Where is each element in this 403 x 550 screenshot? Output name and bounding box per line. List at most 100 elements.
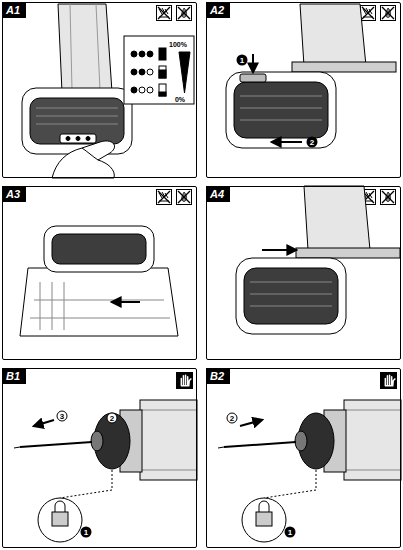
battery-level-check-part [131,69,137,75]
battery-removal [226,4,396,148]
callout-number: 1 [81,527,92,538]
battery-removal-part [272,141,302,143]
bit-insertion-drill-part [60,470,112,498]
bit-removal-drill-part [259,501,269,512]
battery-insertion-part [236,258,346,334]
battery-level-check-part [159,70,166,78]
bit-removal-drill-part [218,447,224,448]
battery-level-check-part [131,87,137,93]
battery-level-check-part [159,84,166,96]
bit-removal-drill-part [240,420,262,426]
step-panel: A1 [2,2,197,178]
bit-removal-drill-part [224,442,296,447]
battery-charger [20,226,178,336]
battery-level-check-part [159,48,166,60]
warning-icons-part [361,6,376,21]
bit-removal-drill-part [242,498,286,542]
battery-level-check-part [22,88,132,154]
battery-insertion [236,186,400,334]
glove-icons-part [380,372,397,389]
battery-charger-part [112,301,140,303]
bit-insertion-drill [14,400,197,542]
warning-icons-part [157,190,172,205]
battery-removal-part [240,96,322,120]
battery-level-check-part [76,137,80,141]
bit-removal-drill [218,400,401,542]
step-number: B2 [206,368,230,384]
battery-level-check-part [52,141,115,178]
step-number: B1 [2,368,26,384]
battery-level-check-part [147,87,153,93]
bit-insertion-drill-part [140,410,197,470]
battery-level-check-part [36,108,118,124]
bit-insertion-drill-part [91,431,103,451]
battery-level-check-part [147,69,153,75]
battery-charger-part [20,268,178,336]
battery-level-check-part [147,51,153,57]
step-panel: B2 [206,368,401,548]
battery-level-check [22,4,194,178]
battery-insertion-part [304,186,370,250]
step-panel: A2 [206,2,401,178]
battery-insertion-part [250,282,332,306]
bit-removal-drill-part [344,410,401,470]
callout-number: 1 [237,55,248,66]
bit-insertion-drill-part [140,400,197,480]
battery-level-check-part [139,87,145,93]
bit-insertion-drill-part [34,420,54,426]
battery-insertion-part [262,249,296,251]
charge-level: 0% [175,96,185,103]
battery-charger-part [44,226,154,272]
battery-removal-part [300,4,366,66]
step-panel: B1 [2,368,197,548]
battery-level-check-part [124,36,194,104]
glove-icons-part [176,372,193,389]
step-panel: A4 [206,186,401,360]
battery-charger-part [52,234,146,264]
battery-level-check-part [159,66,166,78]
battery-level-check-part [139,69,145,75]
battery-insertion-part [296,248,400,258]
battery-level-check-part [58,4,112,92]
callout-number: 2 [227,413,238,424]
battery-level-check-part [70,4,100,90]
battery-level-check-part [159,92,166,96]
bit-insertion-drill-part [38,498,82,542]
warning-icons-part [381,6,396,21]
battery-removal-part [292,62,396,72]
step-number: A4 [206,186,230,202]
bit-removal-drill-part [344,400,401,480]
warning-icons-part [381,190,396,205]
bit-insertion-drill-part [55,501,65,512]
callout-number: 2 [307,137,318,148]
battery-charger-part [30,300,170,318]
battery-level-check-part [179,52,190,93]
step-number: A3 [2,186,26,202]
battery-level-check-part [131,51,137,57]
charge-level: 100% [169,41,187,48]
bit-insertion-drill-part [20,442,92,447]
battery-removal-part [234,82,328,138]
callout-number: 3 [57,411,68,422]
callout-number: 1 [285,527,296,538]
battery-level-check-part [82,148,98,160]
bit-insertion-drill-part [52,512,68,526]
battery-removal-part [226,72,336,148]
bit-removal-drill-part [256,512,272,526]
callout-number: 2 [107,413,118,424]
step-panel: A3 [2,186,197,360]
battery-level-check-part [30,98,124,144]
battery-removal-part [252,54,254,72]
warning-icons-part [177,6,192,21]
step-number: A2 [206,2,230,18]
battery-removal-part [240,74,266,82]
bit-insertion-drill-part [14,447,20,448]
step-number: A1 [2,2,26,18]
battery-insertion-part [244,268,338,324]
battery-level-check-part [60,134,96,143]
battery-charger-part [40,282,64,330]
battery-level-check-part [66,137,70,141]
battery-level-check-part [139,51,145,57]
